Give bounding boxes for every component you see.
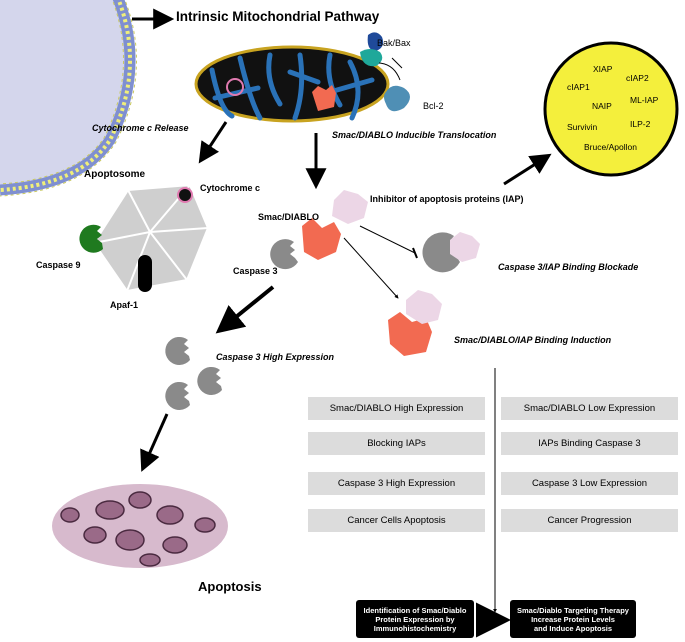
casp3-expression-arrow <box>215 285 275 334</box>
smac-iap-complex <box>270 190 368 270</box>
left-box-4: Cancer Cells Apoptosis <box>308 509 485 532</box>
left-box-2: Blocking IAPs <box>308 432 485 455</box>
right-box-1: Smac/DIABLO Low Expression <box>501 397 678 420</box>
iap-member: Bruce/Apollon <box>584 142 637 152</box>
caspase3-label: Caspase 3 <box>233 266 278 276</box>
bcl2-label: Bcl-2 <box>423 101 444 111</box>
therapy-line: Smac/Diablo Targeting Therapy <box>517 605 629 615</box>
iap-member: XIAP <box>593 64 613 74</box>
iap-member: ML-IAP <box>630 95 659 105</box>
left-box-3: Caspase 3 High Expression <box>308 472 485 495</box>
caspase3-cluster <box>165 336 222 410</box>
apoptosome-label: Apoptosome <box>84 169 146 180</box>
smac-translocation-label: Smac/DIABLO Inducible Translocation <box>332 130 497 140</box>
induction-branch <box>343 237 442 356</box>
apoptosis-arrow <box>140 413 169 472</box>
blockade-branch <box>359 225 480 273</box>
iap-list-arrow <box>503 153 552 186</box>
iap-member: cIAP2 <box>626 73 649 83</box>
iap-members-circle <box>543 41 679 177</box>
casp3-high-label: Caspase 3 High Expression <box>216 352 335 362</box>
right-box-2: IAPs Binding Caspase 3 <box>501 432 678 455</box>
apoptosis-label: Apoptosis <box>198 579 262 594</box>
cell-membrane <box>0 0 137 197</box>
bak-bax-label: Bak/Bax <box>377 38 411 48</box>
iap-member: NAIP <box>592 101 612 111</box>
smac-diablo-label: Smac/DIABLO <box>258 212 320 222</box>
right-box-3: Caspase 3 Low Expression <box>501 472 678 495</box>
apoptotic-bodies <box>52 484 228 568</box>
cyto-release-arrow <box>198 121 228 164</box>
therapy-box: Smac/Diablo Targeting Therapy Increase P… <box>510 600 636 638</box>
left-box-1: Smac/DIABLO High Expression <box>308 397 485 420</box>
iap-member: Survivin <box>567 122 598 132</box>
iap-label: Inhibitor of apoptosis proteins (IAP) <box>370 194 524 204</box>
ihc-box: Identification of Smac/Diablo Protein Ex… <box>356 600 474 638</box>
ihc-line: Identification of Smac/Diablo <box>363 605 467 615</box>
therapy-line: and Induce Apoptosis <box>533 623 613 633</box>
apoptosome <box>79 183 210 293</box>
caspase9-label: Caspase 9 <box>36 260 81 270</box>
induction-label: Smac/DIABLO/IAP Binding Induction <box>454 335 612 345</box>
ihc-line: Immunohistochemistry <box>373 623 457 633</box>
apaf1-label: Apaf-1 <box>110 300 139 310</box>
blockade-label: Caspase 3/IAP Binding Blockade <box>498 262 639 272</box>
ihc-line: Protein Expression by <box>375 614 455 624</box>
bak-bax-bcl2 <box>360 32 410 112</box>
cyto-release-label: Cytochrome c Release <box>92 123 189 133</box>
cytochrome-c-label: Cytochrome c <box>200 183 261 193</box>
iap-member: ILP-2 <box>630 119 651 129</box>
diagram-title: Intrinsic Mitochondrial Pathway <box>176 9 380 24</box>
right-box-4: Cancer Progression <box>501 509 678 532</box>
iap-member: cIAP1 <box>567 82 590 92</box>
therapy-line: Increase Protein Levels <box>531 614 615 624</box>
mitochondrion <box>194 45 390 123</box>
